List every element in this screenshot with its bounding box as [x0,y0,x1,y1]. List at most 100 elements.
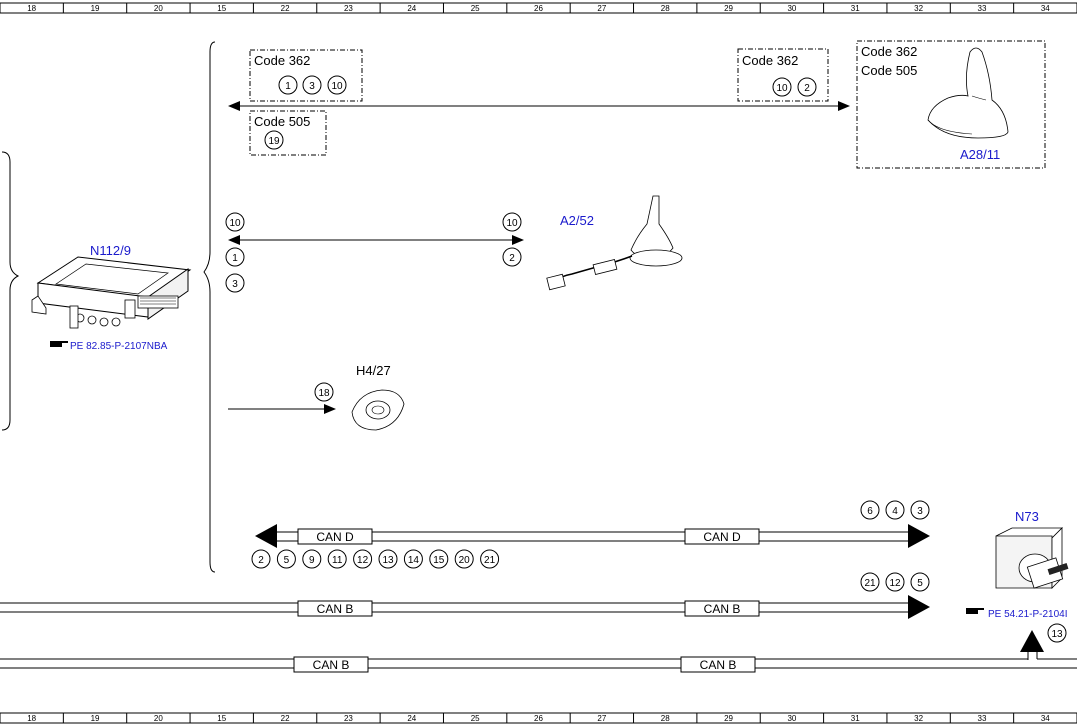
n112-label: N112/9 [90,243,131,258]
pin-circle: 21 [860,572,880,592]
pin-circle: 13 [1047,623,1067,643]
pin-number: 5 [284,555,290,566]
grid-label: 22 [281,4,290,13]
grid-label: 26 [534,4,543,13]
can-b-label: CAN B [313,658,350,672]
grid-label: 18 [27,714,36,723]
code-box-title: Code 505 [254,114,310,129]
code-line1: Code 362 [861,44,917,59]
pin-circle: 3 [225,273,245,293]
code-box-362-right: Code 362 10 2 [737,48,829,102]
pin-circle: 13 [378,549,398,569]
a2-label: A2/52 [560,213,594,228]
pin-circle: 6 [860,500,880,520]
code-box-title: Code 362 [254,53,310,68]
can-b-label: CAN B [317,602,354,616]
pin-circle: 18 [314,382,334,402]
grid-label: 24 [407,714,416,723]
pin-circle: 9 [302,549,322,569]
svg-text:2: 2 [804,83,810,94]
svg-text:6: 6 [867,506,873,517]
svg-text:10: 10 [229,218,241,229]
svg-text:3: 3 [309,81,315,92]
grid-label: 25 [471,4,480,13]
pin-number: 2 [258,555,264,566]
grid-label: 31 [851,714,860,723]
grid-label: 19 [91,714,100,723]
grid-label: 25 [471,714,480,723]
pin-circle: 2 [502,247,522,267]
pin-circle: 5 [276,549,296,569]
svg-text:12: 12 [889,578,901,589]
a28-label: A28/11 [960,147,1000,162]
pin-circle: 1 [278,75,298,95]
can-b-label: CAN B [700,658,737,672]
pointing-hand-icon [966,608,984,614]
pin-circle: 3 [302,75,322,95]
grid-label: 20 [154,4,163,13]
pin-circle: 2 [251,549,271,569]
pin-number: 15 [433,555,445,566]
svg-text:1: 1 [285,81,291,92]
pin-circle: 2 [797,77,817,97]
pin-circle: 12 [885,572,905,592]
grid-label: 32 [914,4,923,13]
can-b-bus-upper: CAN B CAN B [0,595,930,619]
svg-text:10: 10 [506,218,518,229]
svg-text:1: 1 [232,253,238,264]
grid-label: 27 [597,714,606,723]
pin-number: 21 [484,555,496,566]
pin-number: 20 [459,555,471,566]
pin-circle: 1 [225,247,245,267]
code-box-title: Code 362 [742,53,798,68]
grid-label: 24 [407,4,416,13]
pin-circle: 3 [910,500,930,520]
a2-antenna: A2/52 [546,195,683,291]
pin-circle: 14 [403,549,423,569]
svg-text:19: 19 [268,136,280,147]
grid-label: 30 [787,4,796,13]
pin-circle: 4 [885,500,905,520]
n73-ref[interactable]: PE 54.21-P-2104I [988,609,1068,620]
code-box-362-left: Code 362 1 3 10 [249,49,363,102]
h4-speaker: H4/27 [351,363,405,431]
grid-label: 26 [534,714,543,723]
grid-label: 20 [154,714,163,723]
pin-circle: 10 [772,77,792,97]
pin-number: 9 [309,555,315,566]
pin-number: 14 [408,555,420,566]
pin-circle: 5 [910,572,930,592]
pin-circle: 20 [454,549,474,569]
can-b-label: CAN B [704,602,741,616]
grid-label: 19 [91,4,100,13]
pin-circle: 10 [225,212,245,232]
can-b-bus-lower: CAN B CAN B [0,630,1077,673]
grid-label: 28 [661,4,670,13]
svg-text:21: 21 [864,578,876,589]
grid-label: 15 [217,714,226,723]
svg-text:10: 10 [331,81,343,92]
grid-label: 22 [281,714,290,723]
grid-label: 23 [344,4,353,13]
code-box-505: Code 505 19 [249,110,327,156]
svg-text:3: 3 [232,279,238,290]
can-d-bus: CAN D CAN D [255,524,930,548]
grid-label: 31 [851,4,860,13]
pin-number: 11 [332,555,343,566]
pin-number: 12 [357,555,369,566]
can-d-label: CAN D [316,530,354,544]
n73-label: N73 [1015,509,1039,524]
pin-number: 13 [382,555,394,566]
grid-label: 18 [27,4,36,13]
grid-label: 32 [914,714,923,723]
pointing-hand-icon [50,341,68,347]
svg-text:4: 4 [892,506,898,517]
code-line2: Code 505 [861,63,917,78]
grid-label: 33 [978,714,987,723]
pin-circle: 21 [480,549,500,569]
pin-circle: 12 [353,549,373,569]
n112-ref[interactable]: PE 82.85-P-2107NBA [70,341,168,352]
